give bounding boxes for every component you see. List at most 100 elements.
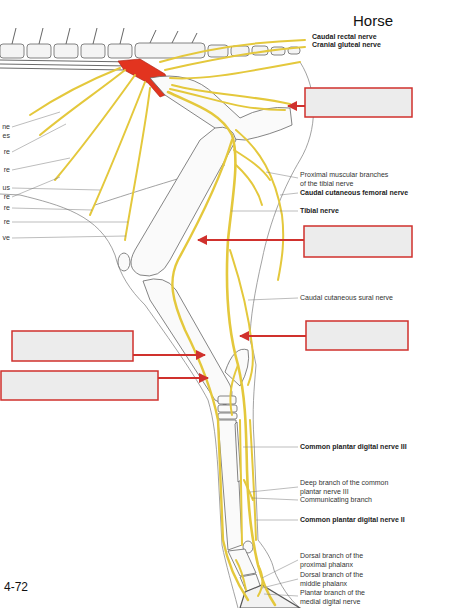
- vertebra: [81, 44, 105, 58]
- nerve-label: Dorsal branch of the proximal phalanx: [300, 552, 386, 569]
- spinous-process: [150, 30, 156, 43]
- leader-line: [12, 236, 126, 238]
- leader-line: [256, 520, 298, 521]
- leader-line: [248, 298, 298, 300]
- leader-line: [252, 498, 298, 500]
- pointer-arrow: [158, 377, 208, 379]
- leader-line: [250, 487, 298, 492]
- cropped-label: re: [4, 218, 10, 227]
- nerve-label: Plantar branch of the medial digital ner…: [300, 589, 386, 606]
- leader-line: [12, 124, 66, 152]
- nerve: [172, 140, 248, 600]
- nerve-label: Proximal muscular branches of the tibial…: [300, 171, 392, 188]
- nerve: [90, 82, 145, 215]
- blank-answer-box: [1, 88, 412, 400]
- leader-line: [280, 193, 298, 195]
- nerve: [236, 130, 283, 280]
- nerve: [165, 47, 305, 70]
- leader-line: [12, 112, 298, 596]
- cropped-label: re: [4, 193, 10, 202]
- nerve-label: Caudal cutaneous sural nerve: [300, 294, 393, 303]
- tibia-bone: [218, 405, 237, 412]
- nerve-label: Deep branch of the common plantar nerve …: [300, 479, 392, 496]
- cropped-label: ve: [3, 234, 10, 243]
- skin-outline: [0, 62, 314, 608]
- nerve: [168, 92, 275, 605]
- nerve: [30, 40, 305, 605]
- cropped-label: ne: [2, 123, 10, 132]
- nerve: [125, 88, 150, 240]
- vertebra: [54, 44, 78, 58]
- nerve-label: Caudal cutaneous femoral nerve: [300, 189, 408, 198]
- spinal-canal: [0, 60, 135, 62]
- spinal-canal: [0, 68, 125, 70]
- nerve-label: Common plantar digital nerve III: [300, 443, 407, 452]
- nerve: [40, 70, 125, 135]
- blank-answer-box: [1, 371, 158, 400]
- nerve: [55, 75, 135, 180]
- figure-number: 4-72: [4, 580, 28, 594]
- spinous-process: [12, 28, 16, 44]
- nerve-label: Communicating branch: [300, 496, 372, 505]
- cropped-label: re: [4, 148, 10, 157]
- nerve: [244, 480, 253, 500]
- leader-line: [12, 222, 128, 223]
- nerve: [258, 565, 263, 596]
- pointer-arrow: [133, 106, 306, 378]
- cropped-label: re: [4, 166, 10, 175]
- nerve-label: Tibial nerve: [300, 207, 339, 216]
- cropped-label: us: [3, 184, 10, 193]
- leader-line: [12, 208, 92, 210]
- skin-outline: [20, 195, 238, 608]
- nerve: [230, 250, 253, 385]
- nerve: [236, 560, 246, 590]
- leader-line: [262, 579, 298, 588]
- tibia-bone: [218, 413, 237, 419]
- femur-bone: [131, 127, 236, 276]
- leader-line: [262, 560, 298, 578]
- nerve: [230, 365, 238, 415]
- tibia-bone: [218, 396, 236, 404]
- spinal-canal: [0, 64, 130, 66]
- nerve: [170, 62, 300, 78]
- figure-title: Horse: [353, 12, 393, 29]
- blank-answer-box: [304, 226, 412, 257]
- nerve: [236, 165, 262, 205]
- vertebra: [0, 44, 24, 58]
- spinous-process: [12, 28, 197, 44]
- blank-answer-box: [306, 321, 408, 350]
- leader-line: [243, 447, 298, 448]
- vertebra: [0, 43, 300, 58]
- vertebra: [108, 44, 132, 58]
- nerve: [160, 40, 305, 62]
- nerve-label: Cranial gluteal nerve: [312, 41, 381, 50]
- leader-line: [266, 172, 298, 178]
- pointer-arrow: [240, 335, 306, 337]
- vertebra: [135, 43, 205, 58]
- pointer-arrow: [288, 105, 305, 107]
- leader-line: [12, 188, 100, 190]
- cropped-label: es: [3, 132, 10, 141]
- nerve-label: Caudal rectal nerve: [312, 33, 377, 42]
- nerve-label: Common plantar digital nerve II: [300, 516, 405, 525]
- blank-answer-box: [12, 331, 133, 361]
- spinous-process: [172, 31, 178, 43]
- spinous-process: [66, 28, 70, 44]
- nerve: [234, 150, 270, 180]
- leader-line: [12, 112, 60, 127]
- nerve: [250, 420, 256, 540]
- leader-line: [231, 211, 298, 212]
- spinal-canal: [0, 60, 135, 70]
- pointer-arrow: [198, 239, 304, 241]
- spinous-process: [192, 33, 197, 43]
- femur-bone: [118, 127, 236, 276]
- pointer-arrow: [133, 354, 205, 356]
- blank-answer-box: [305, 88, 412, 117]
- vertebra: [27, 44, 51, 58]
- nerve-label: Dorsal branch of the middle phalanx: [300, 571, 382, 588]
- leader-line: [12, 177, 60, 197]
- nerve: [240, 420, 242, 545]
- spinous-process: [39, 28, 43, 44]
